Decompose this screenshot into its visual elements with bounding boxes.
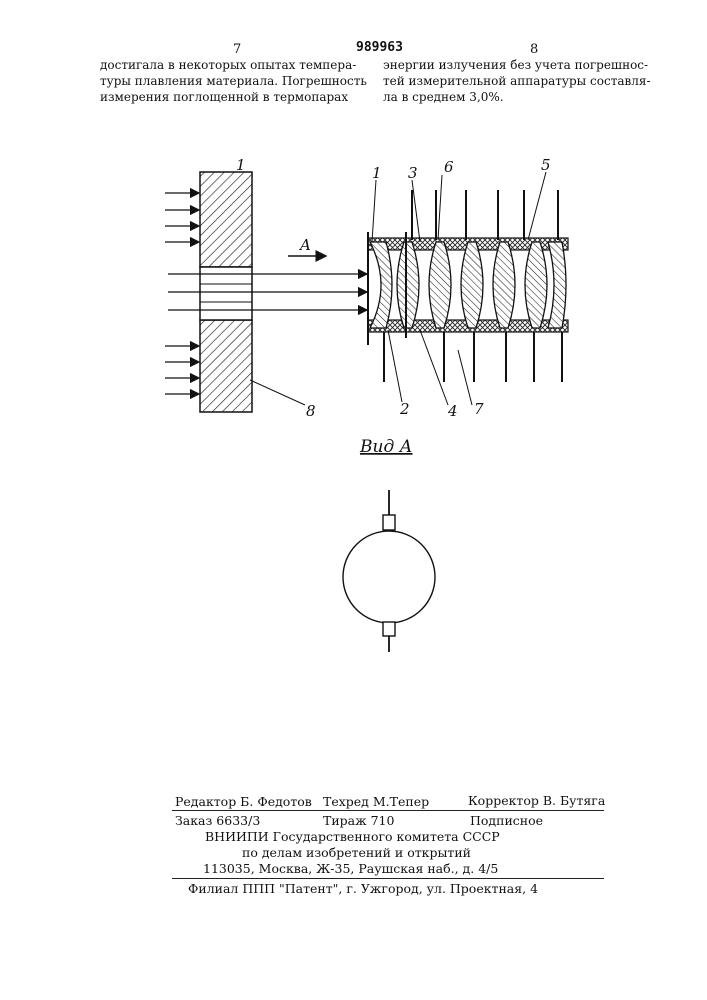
view-a-drawing <box>343 490 435 652</box>
label-7: 7 <box>474 400 484 418</box>
incident-radiation-arrows <box>165 193 199 394</box>
label-4: 4 <box>447 402 458 420</box>
colophon-rule-top <box>172 810 604 811</box>
label-6: 6 <box>444 158 454 176</box>
corrector-credit: Корректор В. Бутяга <box>468 793 605 808</box>
technical-drawing: 1 1 3 6 5 2 4 7 8 A Вид А <box>0 0 707 700</box>
label-8: 8 <box>306 402 316 420</box>
thermocouple-stack <box>368 190 568 382</box>
label-1: 1 <box>372 164 382 182</box>
label-arrow-a: A <box>298 236 311 254</box>
publisher-address: 113035, Москва, Ж-35, Раушская наб., д. … <box>203 861 498 876</box>
editor-credit: Редактор Б. Федотов <box>175 794 312 809</box>
view-a-caption: Вид А <box>359 437 413 457</box>
beam-arrows <box>168 274 367 310</box>
publisher-line-1: ВНИИПИ Государственного комитета СССР <box>205 829 500 844</box>
branch-address: Филиал ППП "Патент", г. Ужгород, ул. Про… <box>188 881 538 896</box>
circulation: Тираж 710 <box>323 813 394 828</box>
label-2: 2 <box>399 400 410 418</box>
subscription: Подписное <box>470 813 543 828</box>
techred-credit: Техред М.Тепер <box>323 794 429 809</box>
publisher-line-2: по делам изобретений и открытий <box>242 845 471 860</box>
label-3: 3 <box>408 164 418 182</box>
label-5: 5 <box>541 156 551 174</box>
colophon-rule-bottom <box>172 878 604 879</box>
order-number: Заказ 6633/3 <box>175 813 260 828</box>
label-1-top: 1 <box>236 156 246 174</box>
